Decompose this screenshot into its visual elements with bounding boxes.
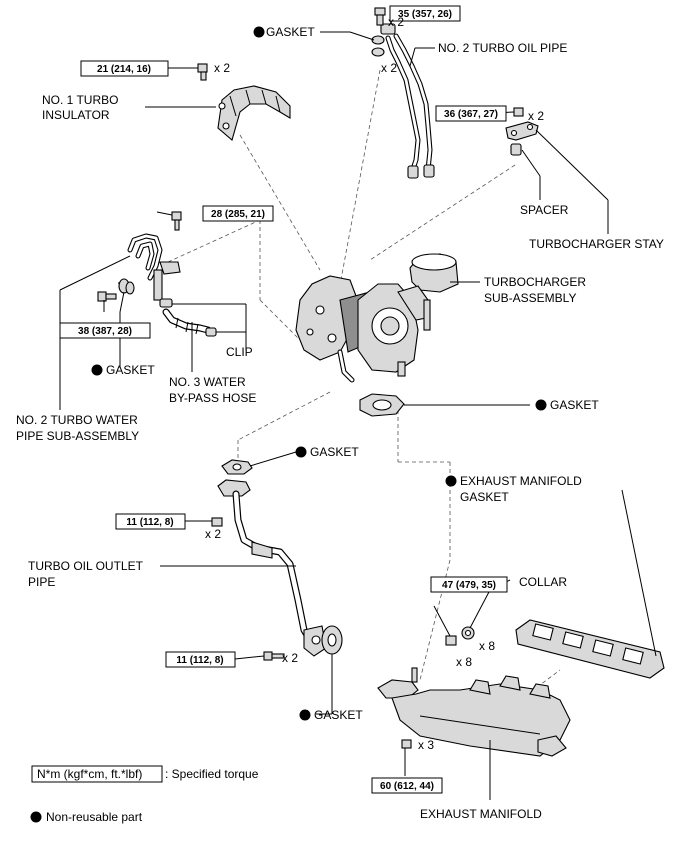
dot-exh-manifold-gasket xyxy=(445,475,457,487)
label-turbocharger-sub-1: TURBOCHARGER xyxy=(484,275,586,289)
legend-non-reusable: Non-reusable part xyxy=(46,810,143,824)
torque-28: 28 (285, 21) xyxy=(211,209,265,220)
no2-turbo-water-pipe xyxy=(127,233,181,301)
oil-pipe-gaskets xyxy=(371,35,385,57)
label-no3-hose-1: NO. 3 WATER xyxy=(169,375,246,389)
exhaust-manifold-gasket xyxy=(515,619,665,679)
legend-torque-unit: N*m (kgf*cm, ft.*lbf) xyxy=(37,767,142,781)
label-gasket-top: GASKET xyxy=(266,25,315,39)
label-exhaust-manifold: EXHAUST MANIFOLD xyxy=(420,807,542,821)
dot-legend xyxy=(30,811,42,823)
label-no2-water-pipe-1: NO. 2 TURBO WATER xyxy=(16,413,138,427)
no3-water-bypass-hose xyxy=(162,308,212,335)
label-no2-water-pipe-2: PIPE SUB-ASSEMBLY xyxy=(16,429,139,443)
label-no2-turbo-oil-pipe: NO. 2 TURBO OIL PIPE xyxy=(438,41,567,55)
mult-47-nut: x 8 xyxy=(456,655,472,669)
bolt-11-upper xyxy=(211,517,223,527)
torque-11-upper: 11 (112, 8) xyxy=(126,517,173,528)
bolt-28 xyxy=(171,211,182,231)
label-gasket-turbo-outlet: GASKET xyxy=(550,398,599,412)
mult-60: x 3 xyxy=(418,738,434,752)
torque-21: 21 (214, 16) xyxy=(97,64,151,75)
torque-38: 38 (387, 28) xyxy=(78,326,132,337)
label-clip: CLIP xyxy=(226,345,253,359)
label-no1-turbo-insulator-1: NO. 1 TURBO xyxy=(42,93,118,107)
no2-turbo-oil-pipe xyxy=(380,23,435,179)
turbo-oil-outlet-pipe xyxy=(217,479,327,657)
part-labels: GASKET NO. 2 TURBO OIL PIPE NO. 1 TURBO … xyxy=(16,25,664,821)
label-spacer: SPACER xyxy=(520,203,569,217)
mult-35-gasket: x 2 xyxy=(381,61,397,75)
label-gasket-oil-inlet: GASKET xyxy=(310,445,359,459)
water-pipe-gasket xyxy=(118,278,135,295)
bolt-38 xyxy=(97,291,117,302)
mult-11-upper: x 2 xyxy=(205,527,221,541)
dot-gasket-oil-outlet xyxy=(299,709,311,721)
turbo-outlet-gasket xyxy=(359,393,405,417)
torque-11-lower: 11 (112, 8) xyxy=(176,655,223,666)
multipliers: x 2 x 2 x 2 x 2 x 2 x 2 x 8 x 8 x 3 xyxy=(205,15,544,752)
non-reusable-markers xyxy=(30,26,547,823)
bolt-11-lower xyxy=(263,651,285,661)
torque-47: 47 (479, 35) xyxy=(442,580,496,591)
union-bolt-35 xyxy=(374,7,386,26)
spacer xyxy=(510,143,522,156)
exhaust-manifold xyxy=(377,667,571,757)
leader-lines xyxy=(59,31,657,800)
label-collar: COLLAR xyxy=(519,575,567,589)
nut-47 xyxy=(445,635,457,646)
label-no1-turbo-insulator-2: INSULATOR xyxy=(42,108,110,122)
label-turbo-oil-outlet-1: TURBO OIL OUTLET xyxy=(28,559,144,573)
label-gasket-left: GASKET xyxy=(106,363,155,377)
oil-outlet-upper-gasket xyxy=(221,459,253,475)
hose-clips xyxy=(159,298,217,337)
torque-36: 36 (367, 27) xyxy=(444,109,498,120)
no1-turbo-insulator xyxy=(217,85,291,141)
nut-36 xyxy=(513,107,524,117)
label-exh-manifold-gasket-2: GASKET xyxy=(460,490,509,504)
mult-21: x 2 xyxy=(214,61,230,75)
label-turbo-oil-outlet-2: PIPE xyxy=(28,575,55,589)
alignment-lines xyxy=(167,69,561,701)
oil-outlet-lower-gasket xyxy=(321,625,343,655)
legend: N*m (kgf*cm, ft.*lbf) : Specified torque… xyxy=(31,765,259,824)
label-turbocharger-sub-2: SUB-ASSEMBLY xyxy=(484,291,576,305)
dot-gasket-turbo-outlet xyxy=(535,399,547,411)
legend-torque-desc: : Specified torque xyxy=(165,767,259,781)
dot-gasket-oil-inlet xyxy=(295,446,307,458)
dot-gasket-top xyxy=(253,26,265,38)
mult-35-bolt: x 2 xyxy=(388,15,404,29)
turbocharger-sub-assembly xyxy=(295,253,459,383)
torque-boxes: 35 (357, 26) 21 (214, 16) 36 (367, 27) 2… xyxy=(59,5,508,794)
turbocharger-stay xyxy=(505,121,539,141)
mult-11-lower: x 2 xyxy=(282,651,298,665)
label-exh-manifold-gasket-1: EXHAUST MANIFOLD xyxy=(460,474,582,488)
mult-47-collar: x 8 xyxy=(479,639,495,653)
torque-35: 35 (357, 26) xyxy=(398,9,452,20)
label-no3-hose-2: BY-PASS HOSE xyxy=(169,391,256,405)
bolt-21 xyxy=(197,63,208,81)
label-gasket-oil-outlet: GASKET xyxy=(314,708,363,722)
dot-gasket-left xyxy=(91,364,103,376)
collar xyxy=(461,626,475,640)
mult-36: x 2 xyxy=(528,109,544,123)
torque-60: 60 (612, 44) xyxy=(380,781,434,792)
label-turbocharger-stay: TURBOCHARGER STAY xyxy=(529,237,664,251)
bolt-60 xyxy=(401,739,412,749)
